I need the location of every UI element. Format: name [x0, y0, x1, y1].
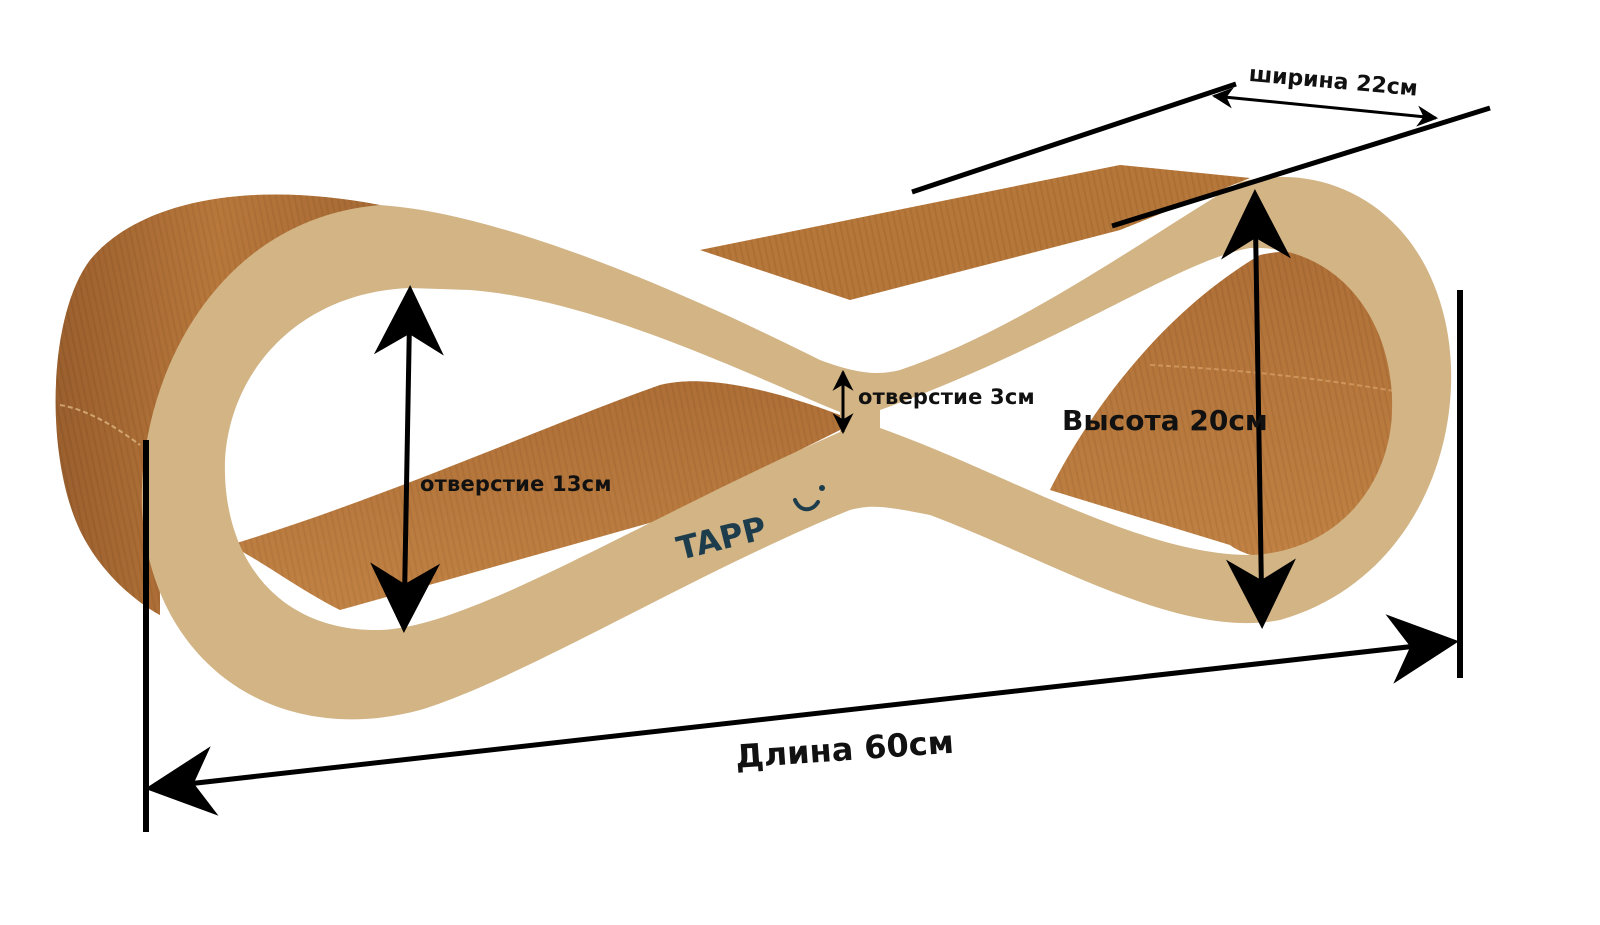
brand-logo-smile-icon [793, 498, 820, 512]
height-label: Высота 20см [1062, 404, 1268, 437]
width-extension-line-front [1111, 105, 1491, 229]
width-arrow [1211, 87, 1439, 127]
length-arrow [145, 614, 1459, 816]
gap-label: отверстие 3см [858, 385, 1035, 409]
width-extension-line-back [911, 81, 1237, 195]
opening-arrow [370, 285, 444, 633]
opening-label: отверстие 13см [420, 472, 612, 496]
dimension-lines [143, 81, 1491, 832]
height-arrow [1221, 189, 1296, 629]
